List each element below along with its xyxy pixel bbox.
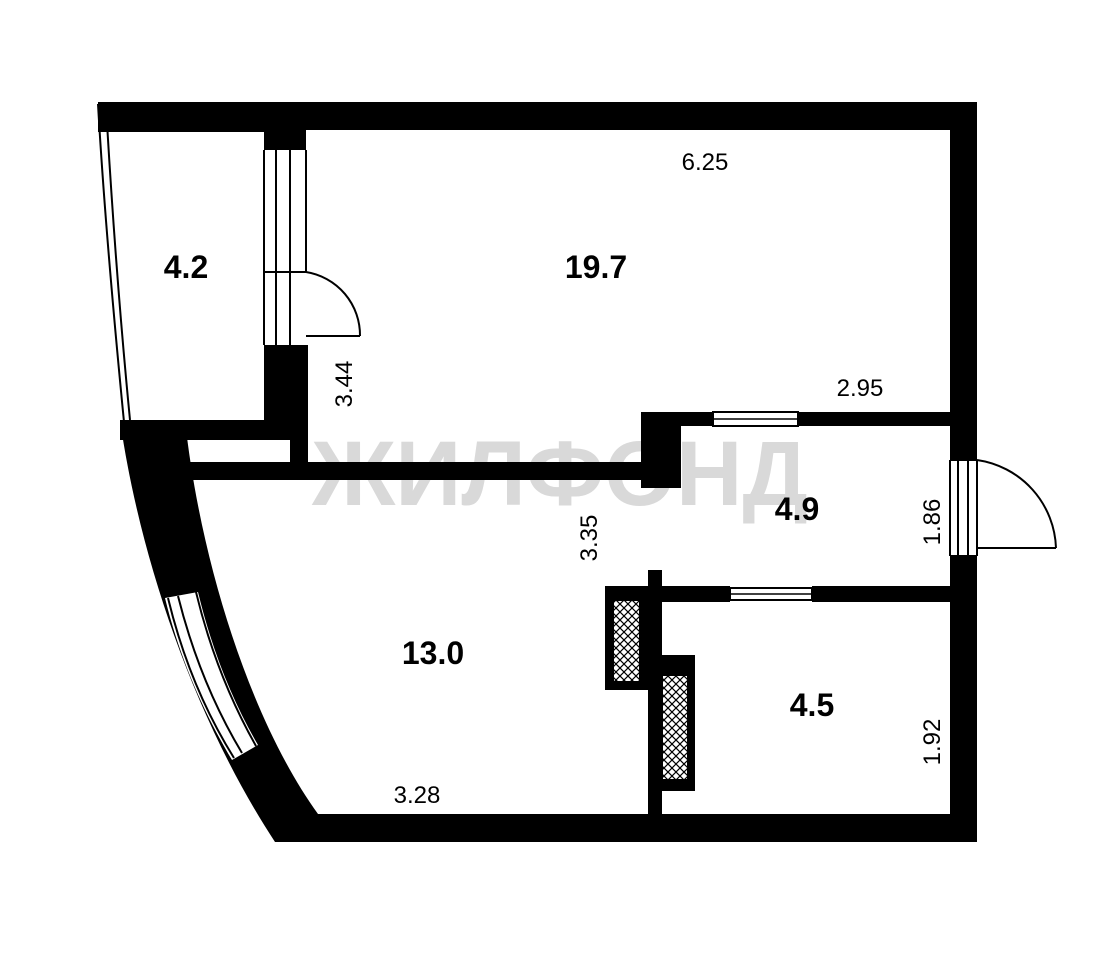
bath-depth-dimension: 1.92	[919, 719, 946, 766]
hall-length-dimension: 2.95	[837, 375, 884, 402]
entrance-door	[949, 459, 1057, 557]
balcony-door-frame	[263, 150, 307, 345]
living-width-dimension: 6.25	[682, 149, 729, 176]
kitchen-area: 13.0	[402, 635, 464, 671]
living-room-area: 19.7	[565, 249, 627, 285]
window-frame	[167, 591, 257, 759]
kitchen-depth-dimension: 3.35	[576, 515, 603, 562]
balcony-area: 4.2	[164, 249, 208, 285]
ventilation-shafts	[605, 586, 695, 791]
interior-walls	[120, 102, 950, 842]
bathroom-area: 4.5	[790, 687, 834, 723]
exterior-walls	[98, 102, 977, 842]
interior-openings	[712, 411, 813, 601]
balcony-glazing	[97, 103, 131, 423]
living-depth-dimension: 3.44	[331, 361, 358, 408]
hall-width-dimension: 1.86	[919, 499, 946, 546]
balcony-door-swing	[305, 271, 362, 337]
hallway-area: 4.9	[775, 491, 819, 527]
kitchen-width-dimension: 3.28	[394, 782, 441, 809]
